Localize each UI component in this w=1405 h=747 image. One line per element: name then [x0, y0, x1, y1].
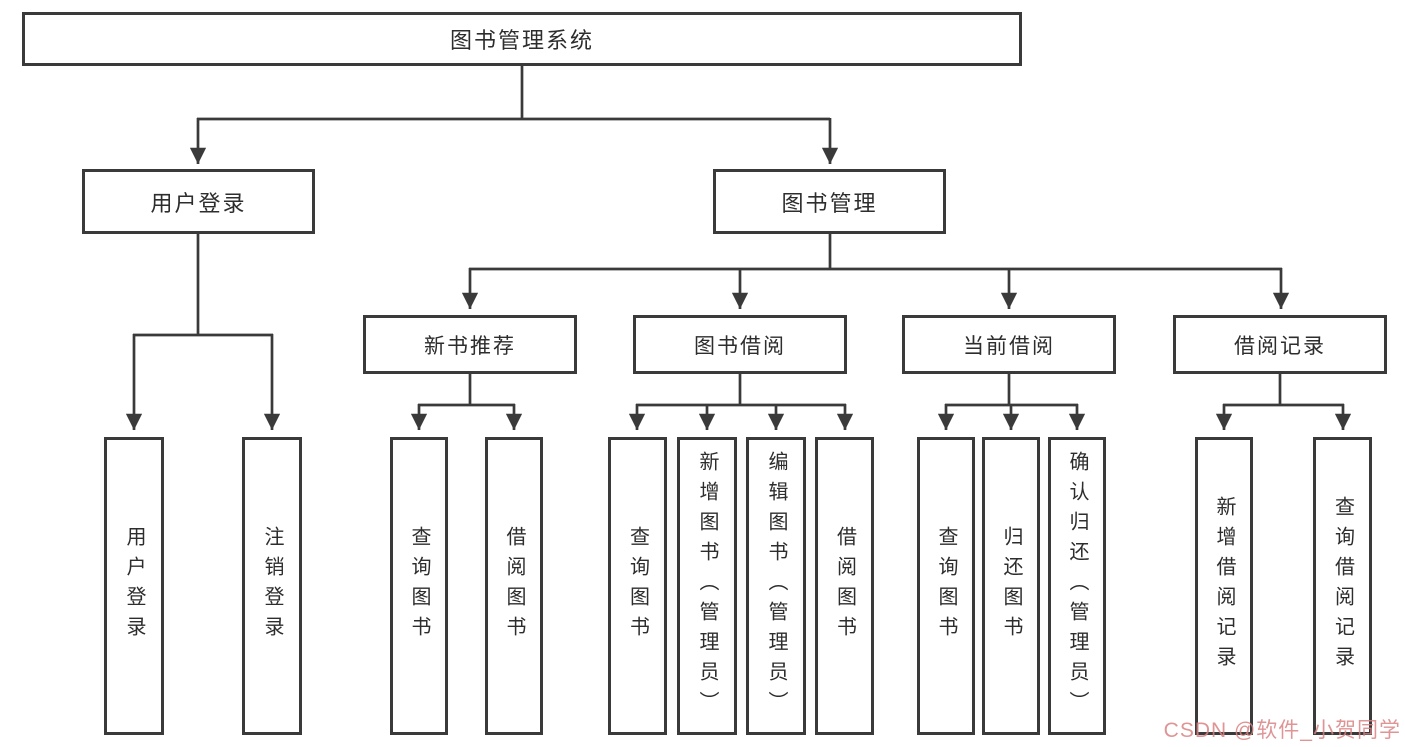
node-label: 借阅图书 [503, 526, 525, 646]
node-leaf-borrow-books: 借阅图书 [815, 437, 874, 735]
node-label: 查询图书 [408, 526, 430, 646]
node-label: 确认归还（管理员） [1066, 451, 1088, 721]
node-label: 新书推荐 [424, 334, 516, 358]
node-leaf-add-borrow-record: 新增借阅记录 [1195, 437, 1253, 735]
node-library-management-system: 图书管理系统 [22, 12, 1022, 66]
node-label: 查询图书 [626, 526, 649, 646]
node-label: 查询图书 [935, 526, 957, 646]
node-leaf-edit-books-admin: 编辑图书（管理员） [746, 437, 806, 735]
node-label: 新增图书（管理员） [696, 451, 718, 721]
node-leaf-add-books-admin: 新增图书（管理员） [677, 437, 737, 735]
node-label: 图书管理 [781, 190, 878, 216]
node-label: 用户登录 [150, 190, 247, 216]
node-leaf-return-books: 归还图书 [982, 437, 1040, 735]
node-current-borrowing: 当前借阅 [902, 315, 1116, 374]
node-label: 图书管理系统 [449, 28, 594, 53]
node-user-login: 用户登录 [82, 169, 315, 234]
node-label: 借阅图书 [833, 526, 856, 646]
node-leaf-query-books-recommend: 查询图书 [390, 437, 448, 735]
node-leaf-query-borrow-record: 查询借阅记录 [1313, 437, 1372, 735]
node-book-borrowing: 图书借阅 [633, 315, 847, 374]
node-label: 编辑图书（管理员） [765, 451, 787, 721]
node-book-management: 图书管理 [713, 169, 946, 234]
node-leaf-logout: 注销登录 [242, 437, 302, 735]
node-leaf-user-login: 用户登录 [104, 437, 164, 735]
node-borrowing-records: 借阅记录 [1173, 315, 1387, 374]
node-leaf-confirm-return-admin: 确认归还（管理员） [1048, 437, 1106, 735]
node-label: 注销登录 [261, 526, 283, 646]
node-leaf-query-books-current: 查询图书 [917, 437, 975, 735]
node-leaf-borrow-books-recommend: 借阅图书 [485, 437, 543, 735]
node-label: 当前借阅 [963, 334, 1055, 358]
node-label: 归还图书 [1000, 526, 1022, 646]
node-label: 借阅记录 [1234, 334, 1326, 358]
node-leaf-query-books-borrowing: 查询图书 [608, 437, 667, 735]
node-label: 图书借阅 [694, 334, 786, 358]
node-new-book-recommend: 新书推荐 [363, 315, 577, 374]
node-label: 新增借阅记录 [1213, 496, 1235, 676]
node-label: 用户登录 [123, 526, 145, 646]
node-label: 查询借阅记录 [1331, 496, 1354, 676]
